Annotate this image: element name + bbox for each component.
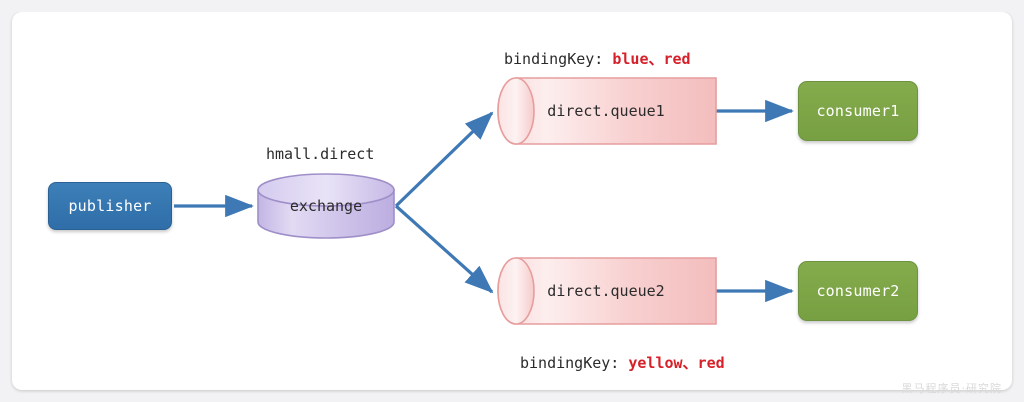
binding-key-top: bindingKey: blue、red bbox=[504, 48, 691, 69]
node-queue2[interactable]: direct.queue2 bbox=[498, 258, 714, 324]
exchange-name-caption: hmall.direct bbox=[266, 145, 375, 163]
node-consumer2-label: consumer2 bbox=[816, 282, 900, 300]
node-exchange-label: exchange bbox=[289, 197, 363, 215]
node-consumer1-label: consumer1 bbox=[816, 102, 900, 120]
clipped-title bbox=[355, 0, 535, 2]
node-publisher-label: publisher bbox=[68, 197, 152, 215]
node-exchange[interactable]: exchange bbox=[258, 178, 394, 234]
binding-key-bottom-prefix: bindingKey: bbox=[520, 354, 629, 372]
binding-key-bottom: bindingKey: yellow、red bbox=[520, 352, 725, 373]
diagram-card bbox=[12, 12, 1012, 390]
node-consumer1[interactable]: consumer1 bbox=[798, 81, 918, 141]
binding-key-top-prefix: bindingKey: bbox=[504, 50, 613, 68]
watermark: 黑马程序员·研究院 bbox=[901, 382, 1002, 395]
binding-key-top-values: blue、red bbox=[612, 50, 691, 68]
top-strip bbox=[0, 0, 1024, 12]
node-publisher[interactable]: publisher bbox=[48, 182, 172, 230]
node-queue2-label: direct.queue2 bbox=[547, 282, 665, 300]
binding-key-bottom-values: yellow、red bbox=[628, 354, 725, 372]
node-consumer2[interactable]: consumer2 bbox=[798, 261, 918, 321]
node-queue1[interactable]: direct.queue1 bbox=[498, 78, 714, 144]
node-queue1-label: direct.queue1 bbox=[547, 102, 665, 120]
